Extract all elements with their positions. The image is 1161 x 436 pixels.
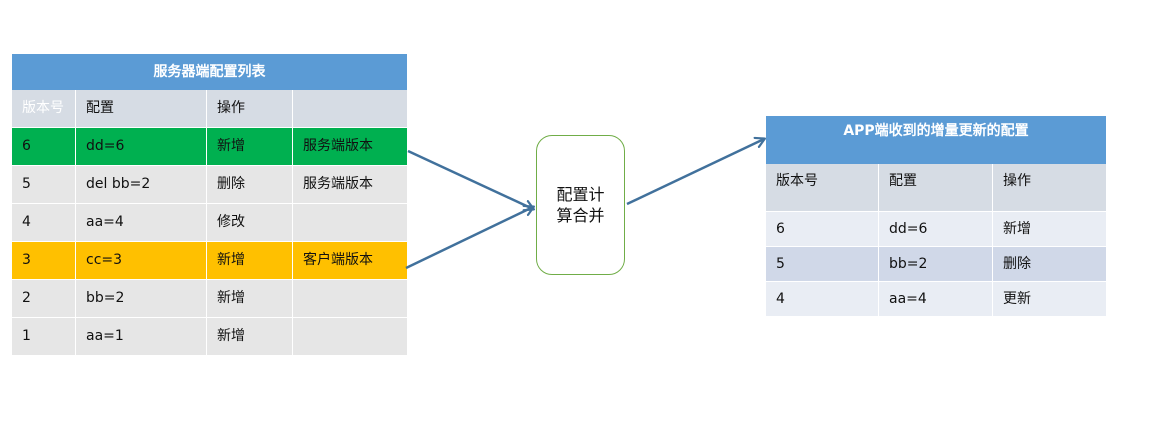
row-operation: 新增	[207, 280, 293, 318]
table-row: 1 aa=1 新增	[12, 318, 407, 356]
row-version: 4	[12, 204, 76, 242]
row-note: 客户端版本	[293, 242, 407, 280]
app-table-title: APP端收到的增量更新的配置	[766, 116, 1106, 164]
row-config: aa=1	[76, 318, 207, 356]
table-row: 3 cc=3 新增 客户端版本	[12, 242, 407, 280]
row-config: aa=4	[76, 204, 207, 242]
row-config: aa=4	[879, 282, 993, 317]
app-incremental-config-table: APP端收到的增量更新的配置 版本号 配置 操作 6 dd=6 新增 5 bb=…	[766, 116, 1106, 317]
row-config: dd=6	[879, 212, 993, 247]
row-version: 5	[766, 247, 879, 282]
header-version: 版本号	[12, 90, 76, 128]
row-version: 4	[766, 282, 879, 317]
table-row: 5 del bb=2 删除 服务端版本	[12, 166, 407, 204]
merge-label: 配置计 算合并	[556, 184, 604, 226]
table-row: 6 dd=6 新增 服务端版本	[12, 128, 407, 166]
row-version: 1	[12, 318, 76, 356]
header-note	[293, 90, 407, 128]
server-table-title: 服务器端配置列表	[12, 54, 407, 90]
row-config: cc=3	[76, 242, 207, 280]
arrow-orange-row-to-merge	[405, 207, 533, 270]
row-operation: 新增	[993, 212, 1106, 247]
merge-label-line1: 配置计	[556, 185, 605, 204]
table-row: 5 bb=2 删除	[766, 247, 1106, 282]
row-operation: 修改	[207, 204, 293, 242]
row-note	[293, 204, 407, 242]
header-version: 版本号	[766, 164, 879, 212]
row-operation: 新增	[207, 128, 293, 166]
row-operation: 删除	[207, 166, 293, 204]
row-version: 2	[12, 280, 76, 318]
row-note	[293, 318, 407, 356]
row-note	[293, 280, 407, 318]
arrow-green-row-to-merge	[407, 149, 533, 209]
row-operation: 新增	[207, 318, 293, 356]
table-row: 4 aa=4 更新	[766, 282, 1106, 317]
table-row: 4 aa=4 修改	[12, 204, 407, 242]
row-config: dd=6	[76, 128, 207, 166]
table-row: 6 dd=6 新增	[766, 212, 1106, 247]
row-config: bb=2	[76, 280, 207, 318]
row-version: 6	[766, 212, 879, 247]
row-version: 6	[12, 128, 76, 166]
app-table-header-row: 版本号 配置 操作	[766, 164, 1106, 212]
row-operation: 更新	[993, 282, 1106, 317]
row-config: bb=2	[879, 247, 993, 282]
row-operation: 新增	[207, 242, 293, 280]
row-note: 服务端版本	[293, 166, 407, 204]
merge-label-line2: 算合并	[556, 206, 605, 225]
row-note: 服务端版本	[293, 128, 407, 166]
row-operation: 删除	[993, 247, 1106, 282]
header-operation: 操作	[207, 90, 293, 128]
server-config-table: 服务器端配置列表 版本号 配置 操作 6 dd=6 新增 服务端版本 5 del…	[12, 54, 407, 356]
row-version: 5	[12, 166, 76, 204]
arrow-merge-to-app	[626, 139, 764, 206]
header-operation: 操作	[993, 164, 1106, 212]
header-config: 配置	[879, 164, 993, 212]
row-version: 3	[12, 242, 76, 280]
server-table-header-row: 版本号 配置 操作	[12, 90, 407, 128]
table-row: 2 bb=2 新增	[12, 280, 407, 318]
header-config: 配置	[76, 90, 207, 128]
row-config: del bb=2	[76, 166, 207, 204]
merge-computation-box: 配置计 算合并	[536, 135, 625, 275]
